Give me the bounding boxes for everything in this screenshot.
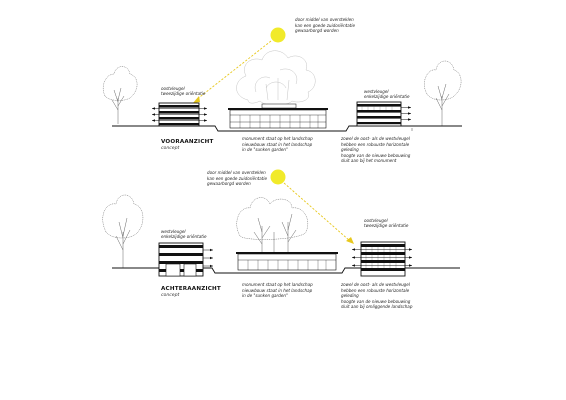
top-right-note-line-3: geleding [341,147,359,153]
top-sun-ray-arrow [193,96,200,103]
top-right-note-line-5: sluit aan bij het monument [341,158,397,164]
bottom-right-wing-label-name: oostvleugel [364,218,388,223]
bottom-sun-note: door middel van oversteklen kan een goed… [207,170,267,187]
top-sun-note-line-2: kan een goede zuidoriëntatie [295,22,356,28]
top-left-wing-label-name: oostvleugel [161,86,185,91]
top-monument [228,103,328,129]
top-elevation [102,27,462,132]
bottom-center-note-line-2: nieuwbouw staat in het landschap [242,287,313,293]
top-right-wing-label-orientation: enkelzijdige oriëntatie [364,94,410,100]
bottom-sun-note-line-1: door middel van oversteklen [207,170,266,175]
bottom-right-note-line-3: geleding [341,293,359,299]
top-right-note: zowel de oost- als de westvleugel hebben… [341,136,410,164]
top-sun-ray [195,40,272,101]
bottom-sun-note-line-2: kan een goede zuidoriëntatie [207,175,268,181]
bottom-sun-note-line-3: gewaarborgd worden [207,181,251,187]
top-left-wing-label-orientation: tweezijdige oriëntatie [161,91,206,97]
top-subtitle: concept [161,146,180,151]
top-sun [270,27,286,43]
bottom-left-wing-label-orientation: enkelzijdige oriëntatie [161,234,207,240]
bottom-subtitle: concept [161,293,180,298]
top-center-note-line-3: in de "sunken garden" [242,147,288,153]
top-right-note-line-4: hoogte van de nieuwe bebouwing [341,152,411,158]
top-center-note-line-1: monument staat op het landschap [242,136,313,141]
top-center-note: monument staat op het landschap nieuwbou… [242,136,313,153]
bottom-sun [270,169,286,185]
bottom-right-note-line-1: zowel de oost- als de westvleugel [341,282,410,287]
top-title: VOORAANZICHT [161,139,214,145]
bottom-right-note: zowel de oost- als de westvleugel hebben… [341,282,412,310]
bottom-center-note: monument staat op het landschap nieuwbou… [242,282,313,299]
bottom-right-note-line-2: hebben een robuuste horizontale [341,287,410,293]
top-sun-note: door middel van oversteklen kan een goed… [295,17,355,34]
top-left-wing [152,102,207,127]
top-right-note-line-2: hebben een robuuste horizontale [341,141,410,147]
bottom-sun-ray [283,182,351,242]
bottom-right-note-line-4: hoogte van de nieuwe bebouwing [341,298,411,304]
top-tree-left [102,66,138,124]
top-right-note-line-1: zowel de oost- als de westvleugel [341,136,410,141]
top-right-wing [356,101,413,131]
bottom-monument [236,252,338,271]
top-right-wing-label-name: westvleugel [364,89,389,94]
bottom-center-note-line-3: in de "sunken garden" [242,293,288,299]
bottom-right-wing [352,241,412,277]
bottom-right-wing-label: oostvleugel tweezijdige oriëntatie [364,218,408,229]
bottom-sun-ray-arrow [346,237,354,244]
bottom-elevation [102,169,460,277]
top-left-wing-label: oostvleugel tweezijdige oriëntatie [161,86,205,97]
top-center-note-line-2: nieuwbouw staat in het landschap [242,141,313,147]
top-sun-note-line-3: gewaarborgd worden [295,28,339,34]
top-right-wing-label: westvleugel enkelzijdige oriëntatie [364,89,410,100]
bottom-right-note-line-5: sluit aan bij omliggende landschap [341,304,413,310]
top-monument-trees [236,50,316,106]
bottom-left-wing [158,242,213,277]
bottom-left-wing-label-name: westvleugel [161,229,186,234]
bottom-title: ACHTERAANZICHT [161,286,221,292]
bottom-left-wing-label: westvleugel enkelzijdige oriëntatie [161,229,207,240]
top-sun-note-line-1: door middel van oversteklen [295,17,354,22]
top-tree-right [424,60,462,126]
bottom-tree-left [102,194,144,268]
bottom-center-note-line-1: monument staat op het landschap [242,282,313,287]
bottom-right-wing-label-orientation: tweezijdige oriëntatie [364,223,409,229]
